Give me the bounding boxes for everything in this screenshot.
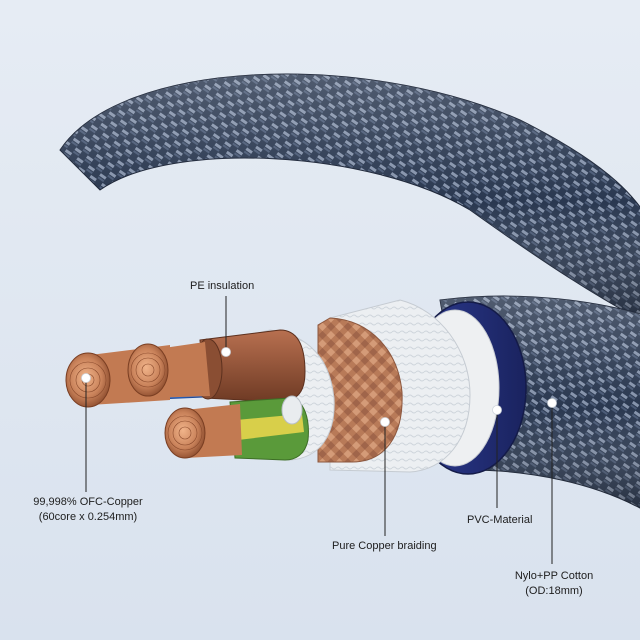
label-copper-braiding: Pure Copper braiding xyxy=(332,539,437,554)
callout-nylo-pp xyxy=(547,398,557,564)
label-ofc-copper: 99,998% OFC-Copper (60core x 0.254mm) xyxy=(30,495,146,525)
callout-ofc-copper xyxy=(81,373,91,492)
label-nylo-pp: Nylo+PP Cotton (OD:18mm) xyxy=(504,569,604,599)
label-ofc-copper-line1: 99,998% OFC-Copper xyxy=(33,496,143,508)
filler-strand xyxy=(281,395,303,425)
braided-cable-loop xyxy=(59,73,640,321)
label-pe-insulation-text: PE insulation xyxy=(190,280,255,292)
label-pvc-material-text: PVC-Material xyxy=(467,514,533,526)
label-copper-braiding-text: Pure Copper braiding xyxy=(332,540,437,552)
label-pvc-material: PVC-Material xyxy=(467,513,532,528)
copper-strand-bundle-top xyxy=(127,342,210,398)
label-ofc-copper-line2: (60core x 0.254mm) xyxy=(38,511,138,523)
label-pe-insulation: PE insulation xyxy=(190,279,254,294)
copper-strand-bundle-bottom xyxy=(164,404,242,459)
callout-pe-insulation xyxy=(221,296,231,357)
callout-pvc-material xyxy=(492,405,502,508)
label-nylo-pp-line1: Nylo+PP Cotton xyxy=(514,570,594,582)
copper-braid-shield xyxy=(317,317,403,463)
label-nylo-pp-line2: (OD:18mm) xyxy=(525,585,583,597)
callout-copper-braiding xyxy=(380,417,390,536)
